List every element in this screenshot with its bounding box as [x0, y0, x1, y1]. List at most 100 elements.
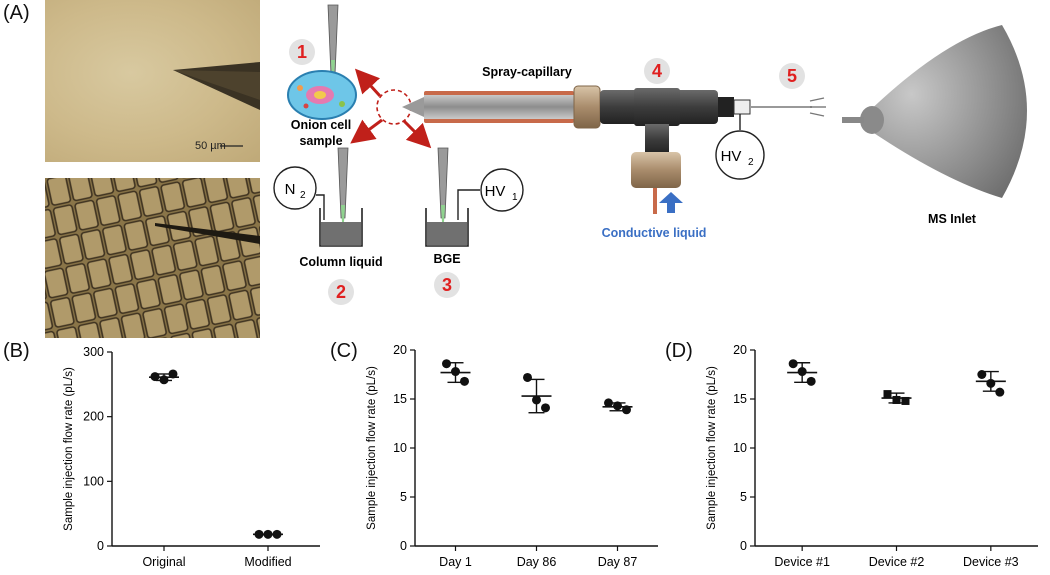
ms-inlet-cone	[842, 25, 1027, 198]
y-tick-label: 20	[393, 343, 407, 357]
data-point	[159, 375, 169, 385]
column-liquid-label: Column liquid	[299, 255, 382, 269]
bge-vial	[425, 147, 469, 247]
y-tick-label: 15	[733, 392, 747, 406]
arrow-to-sample	[354, 68, 382, 98]
y-tick-label: 0	[740, 539, 747, 553]
x-tick-label: Day 87	[598, 555, 638, 569]
step-number-1: 1	[297, 42, 307, 62]
electrospray-plume	[809, 97, 826, 117]
panel-label-b: (B)	[3, 340, 30, 362]
data-point	[272, 529, 282, 539]
x-tick-label: Day 1	[439, 555, 472, 569]
panel-label-c: (C)	[330, 340, 358, 362]
y-tick-label: 10	[733, 441, 747, 455]
data-point	[995, 387, 1005, 397]
arrow-to-column-liquid	[350, 118, 383, 144]
panel-label-a: (A)	[3, 2, 30, 24]
onion-label-line1: Onion cell	[291, 118, 351, 132]
hv2-source	[715, 130, 765, 180]
step-number-2: 2	[336, 282, 346, 302]
data-point	[150, 372, 160, 382]
data-point	[263, 529, 273, 539]
conductive-liquid-arrow	[659, 192, 683, 213]
data-point	[523, 372, 532, 382]
data-point	[168, 369, 178, 379]
y-axis-title: Sample injection flow rate (pL/s)	[63, 367, 75, 531]
spray-capillary-label: Spray-capillary	[482, 65, 572, 79]
y-tick-label: 100	[83, 474, 104, 488]
x-tick-label: Device #2	[869, 555, 925, 569]
ce-ms-schematic: 1 Onion cell sample Spray-capillary 4 Co…	[273, 4, 1027, 305]
data-point	[788, 359, 798, 369]
data-point	[604, 398, 613, 408]
panel-label-d: (D)	[665, 340, 693, 362]
data-point	[977, 370, 987, 379]
y-tick-label: 300	[83, 345, 104, 359]
step-badge-1	[289, 39, 315, 65]
data-point	[460, 376, 469, 386]
n2-subscript: 2	[300, 190, 306, 201]
y-tick-label: 10	[393, 441, 407, 455]
x-tick-label: Modified	[244, 555, 291, 569]
onion-cell-icon	[287, 70, 357, 120]
step-badge-4	[644, 58, 670, 84]
ms-inlet-label: MS Inlet	[928, 212, 977, 226]
data-point	[883, 390, 892, 399]
data-point	[901, 396, 910, 405]
x-tick-label: Original	[142, 555, 185, 569]
n2-label: N	[285, 181, 296, 198]
step-number-5: 5	[787, 66, 797, 86]
hv2-label: HV	[721, 148, 742, 165]
step-badge-3	[434, 272, 460, 298]
x-tick-label: Day 86	[517, 555, 557, 569]
step-number-3: 3	[442, 275, 452, 295]
conductive-liquid-label: Conductive liquid	[602, 226, 707, 240]
data-point	[532, 395, 541, 405]
hv1-subscript: 1	[512, 192, 518, 203]
y-tick-label: 5	[740, 490, 747, 504]
y-tick-label: 0	[400, 539, 407, 553]
y-tick-label: 5	[400, 490, 407, 504]
scale-bar-label: 50 µm	[195, 140, 226, 152]
column-liquid-vial	[319, 147, 363, 247]
data-point	[442, 359, 451, 369]
hv1-source	[480, 168, 524, 212]
data-point	[541, 403, 550, 413]
step-number-4: 4	[652, 61, 662, 81]
x-tick-label: Device #3	[963, 555, 1019, 569]
y-tick-label: 15	[393, 392, 407, 406]
data-point	[986, 378, 996, 388]
n2-source	[273, 166, 317, 210]
needle-illustration	[173, 62, 260, 147]
micrograph-needle: 50 µm	[45, 0, 260, 162]
hv1-label: HV	[485, 183, 506, 200]
data-point	[451, 367, 460, 377]
data-point	[622, 405, 631, 415]
data-point	[806, 376, 816, 386]
x-tick-label: Device #1	[774, 555, 830, 569]
micrograph-onion-cells	[45, 178, 260, 338]
spray-capillary	[402, 85, 601, 129]
data-point	[797, 367, 807, 377]
pipette-1	[327, 4, 339, 76]
step-badge-2	[328, 279, 354, 305]
y-axis-title: Sample injection flow rate (pL/s)	[366, 366, 378, 530]
y-tick-label: 20	[733, 343, 747, 357]
data-point	[892, 395, 901, 404]
tee-union	[600, 88, 812, 214]
data-point	[254, 529, 264, 539]
onion-label-line2: sample	[299, 134, 342, 148]
y-tick-label: 0	[97, 539, 104, 553]
bge-label: BGE	[433, 252, 460, 266]
onion-cells-illustration	[45, 178, 260, 338]
hv2-subscript: 2	[748, 157, 754, 168]
data-point	[613, 401, 622, 411]
arrow-to-bge	[402, 119, 432, 149]
y-tick-label: 200	[83, 410, 104, 424]
y-axis-title: Sample injection flow rate (pL/s)	[706, 366, 718, 530]
step-badge-5	[779, 63, 805, 89]
